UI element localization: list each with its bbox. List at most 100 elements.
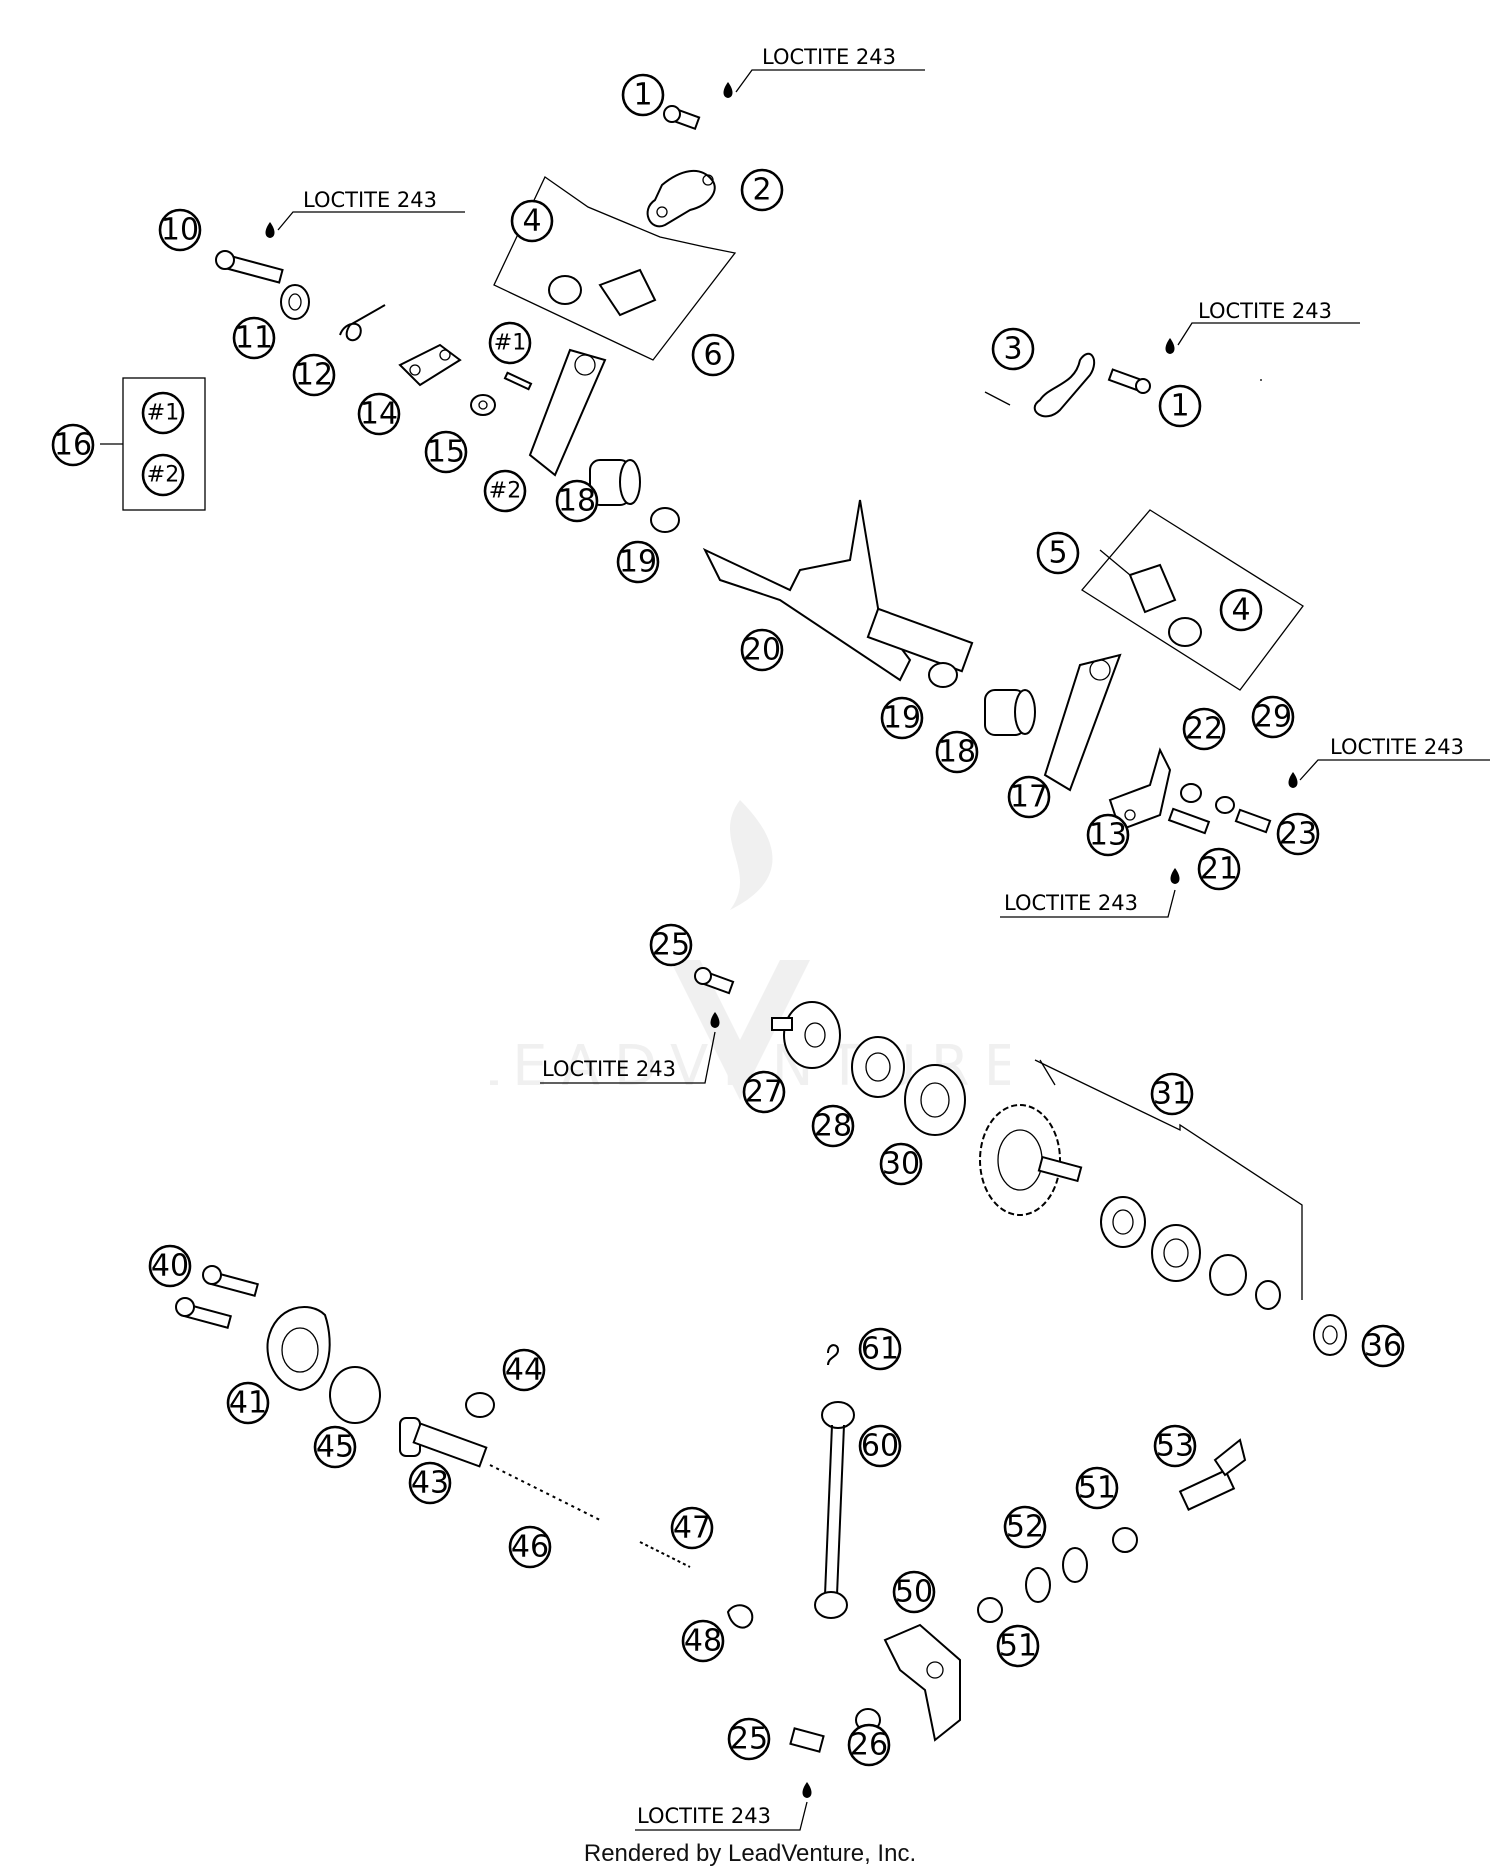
callout-pin-1: #1	[488, 321, 532, 365]
callout-20: 20	[740, 628, 784, 672]
svg-text:#1: #1	[147, 401, 179, 426]
callout-1-top: 1	[621, 73, 665, 117]
part-43-shaft	[399, 1417, 488, 1468]
svg-text:1: 1	[1170, 389, 1189, 424]
callout-41: 41	[226, 1381, 270, 1425]
svg-text:29: 29	[1254, 700, 1292, 735]
callout-19-left: 19	[616, 540, 660, 584]
loctite-drop-4	[1288, 772, 1298, 788]
callout-5: 5	[1036, 531, 1080, 575]
part-30-bearing	[904, 1064, 966, 1136]
part-15-washer	[470, 394, 496, 416]
part-12-spring	[339, 304, 386, 342]
part-5-valve	[1128, 563, 1177, 614]
svg-text:22: 22	[1185, 712, 1223, 747]
svg-text:31: 31	[1153, 1077, 1191, 1112]
kit-frame-right	[1081, 509, 1304, 691]
svg-text:4: 4	[522, 204, 541, 239]
part-1-screw-right	[1107, 368, 1151, 394]
callout-25-mid: 25	[649, 923, 693, 967]
callout-31: 31	[1150, 1072, 1194, 1116]
svg-text:45: 45	[316, 1430, 354, 1465]
svg-text:13: 13	[1089, 818, 1127, 853]
svg-text:44: 44	[505, 1353, 543, 1388]
loctite-drop-1	[723, 82, 733, 98]
callout-51-upper: 51	[1075, 1466, 1119, 1510]
svg-text:LOCTITE 243: LOCTITE 243	[1004, 891, 1138, 915]
assembly-bracket-31	[1034, 1059, 1303, 1300]
part-31-circlip	[1255, 1280, 1281, 1310]
callout-61: 61	[858, 1327, 902, 1371]
svg-text:LOCTITE 243: LOCTITE 243	[303, 188, 437, 212]
svg-text:3: 3	[1003, 332, 1022, 367]
part-4-oring-right	[1168, 617, 1202, 647]
loctite-drop-7	[802, 1782, 812, 1798]
part-52-bushes	[1025, 1547, 1088, 1603]
loctite-label-2: LOCTITE 243	[277, 188, 465, 231]
svg-text:20: 20	[743, 633, 781, 668]
loctite-drop-2	[265, 222, 275, 238]
callout-4-right: 4	[1219, 588, 1263, 632]
callout-19-right: 19	[880, 696, 924, 740]
callout-46: 46	[508, 1525, 552, 1569]
svg-text:#2: #2	[147, 463, 179, 488]
part-36-bearing	[1313, 1314, 1347, 1356]
loctite-label-5: LOCTITE 243	[1000, 889, 1176, 918]
callout-48: 48	[681, 1619, 725, 1663]
svg-text:60: 60	[861, 1429, 899, 1464]
part-11-bush	[280, 284, 310, 320]
svg-text:LOCTITE 243: LOCTITE 243	[1330, 735, 1464, 759]
svg-text:#2: #2	[489, 479, 521, 504]
callout-29: 29	[1251, 695, 1295, 739]
part-1-screw-top	[663, 105, 701, 131]
callout-12: 12	[292, 353, 336, 397]
callout-21: 21	[1197, 847, 1241, 891]
svg-text:4: 4	[1231, 593, 1250, 628]
callout-16: 16	[51, 423, 95, 467]
part-51-washer-low	[977, 1597, 1003, 1623]
callout-47: 47	[670, 1506, 714, 1550]
callout-14: 14	[357, 392, 401, 436]
callout-52: 52	[1003, 1505, 1047, 1549]
part-18-bearing-right	[984, 689, 1036, 736]
callout-3: 3	[991, 327, 1035, 371]
callout-22: 22	[1182, 707, 1226, 751]
part-51-washer-high	[1112, 1527, 1138, 1553]
part-31-gear	[979, 1104, 1083, 1216]
svg-text:25: 25	[652, 928, 690, 963]
callout-16-item-1: #1	[141, 391, 185, 435]
callout-30: 30	[879, 1142, 923, 1186]
svg-text:27: 27	[745, 1075, 783, 1110]
svg-text:30: 30	[882, 1147, 920, 1182]
svg-text:6: 6	[703, 338, 722, 373]
part-31-washer-b	[1151, 1224, 1201, 1282]
svg-text:47: 47	[673, 1511, 711, 1546]
svg-text:26: 26	[850, 1728, 888, 1763]
part-45-oring	[329, 1366, 381, 1424]
part-19-oring-left	[650, 507, 680, 533]
svg-text:51: 51	[1078, 1471, 1116, 1506]
part-31-washer-a	[1100, 1196, 1146, 1248]
part-19-oring-right	[928, 662, 958, 688]
loctite-label-4: LOCTITE 243	[1299, 735, 1490, 781]
loctite-drop-5	[1170, 868, 1180, 884]
loctite-label-7: LOCTITE 243	[635, 1801, 808, 1831]
loctite-label-1: LOCTITE 243	[735, 45, 925, 93]
part-18-bearing-left	[589, 459, 641, 506]
svg-text:LOCTITE 243: LOCTITE 243	[637, 1804, 771, 1828]
svg-text:2: 2	[752, 173, 771, 208]
svg-text:50: 50	[895, 1575, 933, 1610]
callout-44: 44	[502, 1348, 546, 1392]
callout-45: 45	[313, 1425, 357, 1469]
callout-25-low: 25	[727, 1717, 771, 1761]
callout-18-right: 18	[935, 730, 979, 774]
part-41-cover	[266, 1306, 331, 1392]
callout-36: 36	[1361, 1324, 1405, 1368]
svg-text:18: 18	[938, 735, 976, 770]
svg-text:12: 12	[295, 358, 333, 393]
svg-text:48: 48	[684, 1624, 722, 1659]
callout-11: 11	[232, 316, 276, 360]
callout-2: 2	[740, 168, 784, 212]
part-28-bearing	[851, 1036, 905, 1098]
